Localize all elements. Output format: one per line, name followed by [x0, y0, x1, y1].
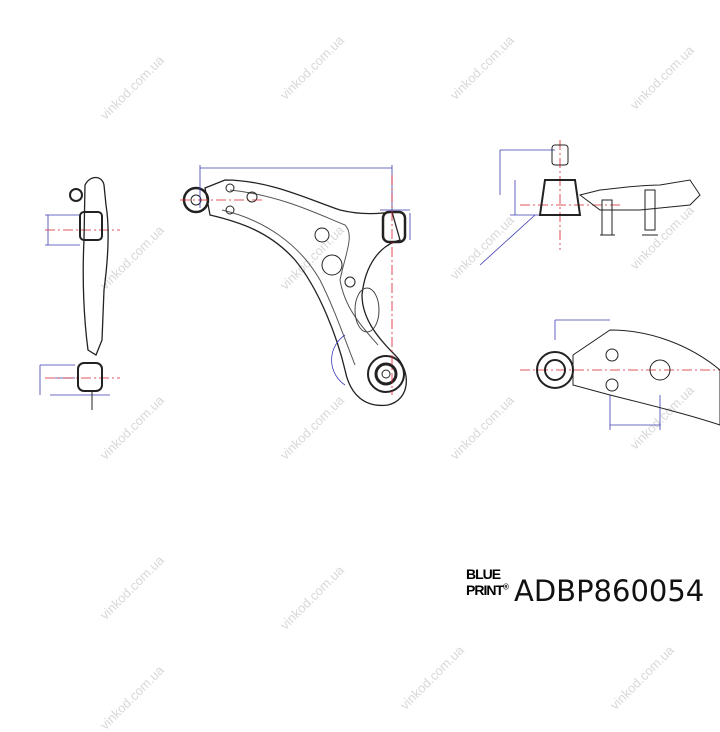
control-arm-side-view [69, 176, 109, 410]
rear-bushing [367, 355, 405, 393]
bushing-detail [536, 329, 720, 426]
front-bushing [381, 210, 407, 244]
part-number: ADBP860054 [514, 574, 705, 608]
logo-line2: PRINT® [466, 582, 509, 598]
control-arm-top-view [182, 179, 407, 407]
ball-joint-detail [538, 144, 701, 236]
registered-mark: ® [503, 582, 509, 592]
blue-print-logo: BLUE PRINT® [466, 566, 509, 598]
dimension-lines [39, 149, 661, 430]
logo-line2-text: PRINT [466, 582, 504, 598]
logo-line1: BLUE [466, 566, 501, 582]
